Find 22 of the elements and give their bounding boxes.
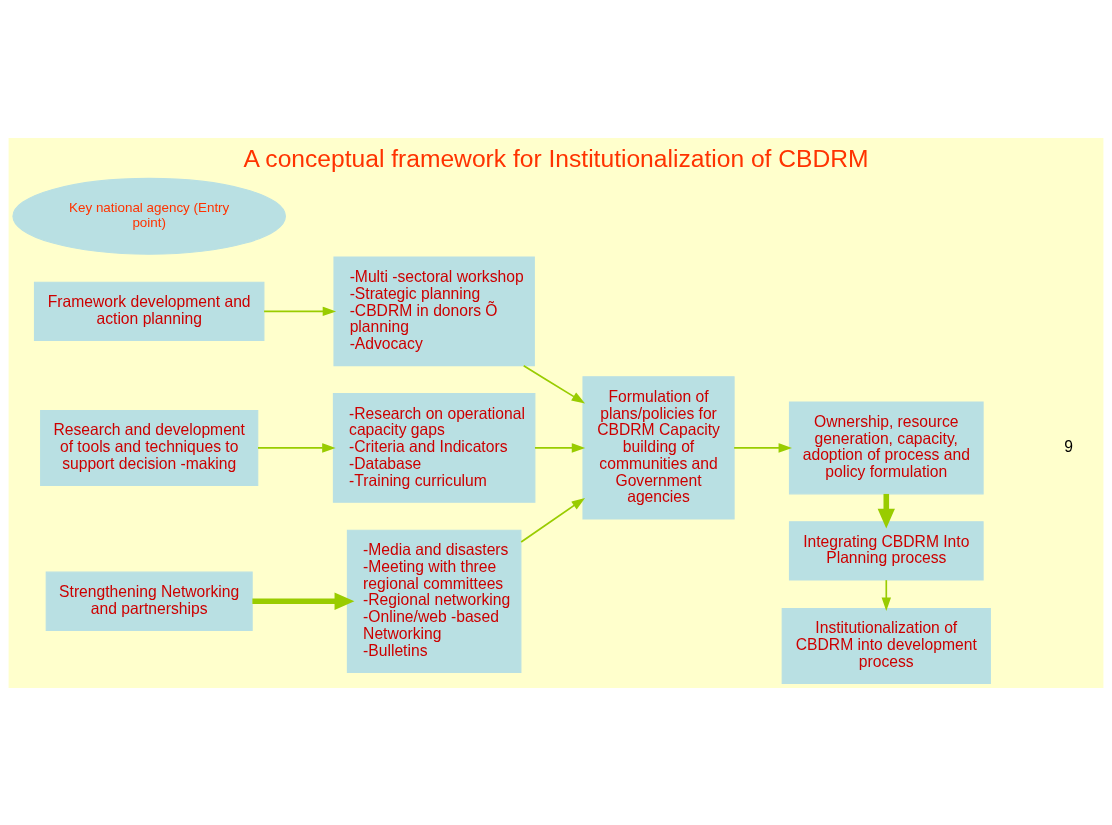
arrow: [263, 306, 337, 316]
arrow: [733, 442, 792, 453]
node-box: Framework development and action planning: [33, 281, 265, 341]
arrow: [520, 497, 586, 543]
label: 9: [1064, 437, 1074, 455]
node-ellipse: Key national agency (Entry point): [12, 177, 286, 255]
diagram-title: A conceptual framework for Institutionalization of CBDRM: [243, 144, 869, 172]
arrow: [252, 592, 355, 610]
node-box: -Research on operational capacity gaps -Criteria and Indicators -Database -Training curriculum: [332, 392, 536, 503]
node-box: Research and development of tools and techniques to support decision -making: [40, 409, 259, 486]
arrow: [522, 364, 586, 403]
node-box: Ownership, resource generation, capacity, adoption of process and policy formulation: [788, 401, 984, 494]
arrow: [534, 442, 586, 453]
node-box: Formulation of plans/policies for CBDRM Capacity building of communities and Government agencies: [582, 375, 735, 520]
node-box: Strengthening Networking and partnerships: [45, 571, 253, 631]
node-box: -Multi -sectoral workshop -Strategic planning -CBDRM in donors Õ planning -Advocacy: [333, 256, 535, 366]
node-box: -Media and disasters -Meeting with three regional committees -Regional networking -Online/web -based Networking -Bulletins: [346, 529, 522, 673]
arrow: [877, 493, 895, 529]
arrow: [257, 442, 336, 453]
node-box: Institutionalization of CBDRM into development process: [781, 607, 991, 684]
node-box: Integrating CBDRM Into Planning process: [788, 520, 984, 581]
arrow: [881, 578, 891, 611]
